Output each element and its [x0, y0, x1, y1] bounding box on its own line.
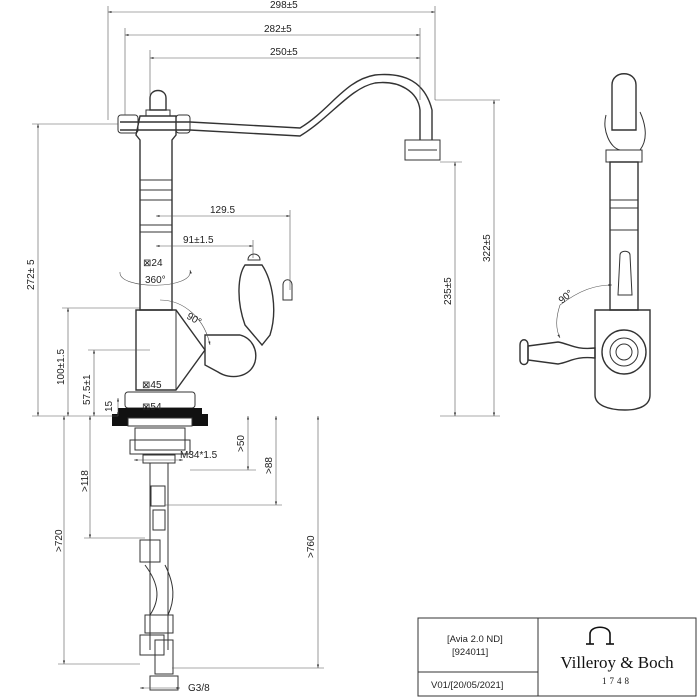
dim-360: 360° [145, 275, 166, 286]
dim-91: 91±1.5 [183, 235, 214, 246]
dim-90-side: 90° [557, 288, 576, 306]
title-block: [Avia 2.0 ND] [924011] V01/[20/05/2021] … [417, 617, 697, 697]
dim-250: 250±5 [270, 47, 298, 58]
dimension-lines [32, 6, 500, 690]
mounting-hardware [129, 427, 191, 691]
dim-m34: M34*1.5 [180, 450, 218, 461]
dim-322: 322±5 [482, 234, 493, 262]
title-version: V01/[20/05/2021] [431, 680, 503, 691]
faucet-side-view [519, 73, 651, 411]
dim-720: >720 [54, 529, 65, 552]
dim-272: 272± 5 [26, 259, 37, 290]
brand-year: 1748 [602, 676, 632, 686]
dim-g38: G3/8 [188, 683, 210, 694]
title-code: [924011] [452, 647, 488, 658]
title-model: [Avia 2.0 ND] [447, 634, 503, 645]
dim-54: ⊠54 [142, 402, 162, 413]
faucet-front-view [112, 73, 441, 427]
dim-15: 15 [104, 400, 115, 412]
dim-760: >760 [306, 535, 317, 558]
dim-45: ⊠45 [142, 380, 162, 391]
brand-name: Villeroy & Boch [560, 653, 674, 672]
dim-88: >88 [264, 457, 275, 474]
dim-298: 298±5 [270, 0, 298, 11]
dim-50: >50 [236, 435, 247, 452]
dim-235: 235±5 [443, 277, 454, 305]
brand-faucet-icon [586, 626, 614, 645]
dim-118: >118 [80, 470, 91, 492]
dim-282: 282±5 [264, 24, 292, 35]
dim-129: 129.5 [210, 205, 235, 216]
dim-57: 57.5±1 [82, 374, 93, 405]
dim-24: ⊠24 [143, 258, 163, 269]
dim-100: 100±1.5 [56, 348, 67, 385]
dimension-labels: 298±5 282±5 250±5 129.5 91±1.5 ⊠24 360° … [26, 0, 576, 694]
